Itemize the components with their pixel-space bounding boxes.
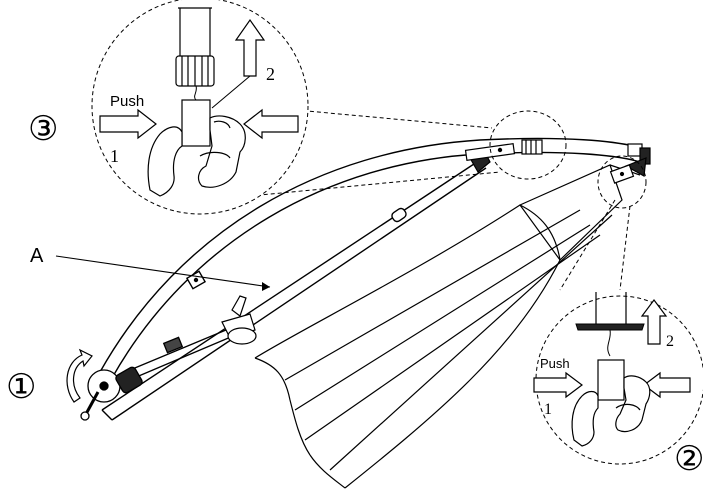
up-arrow-icon [640, 299, 668, 345]
detail-bottom-step-2: 2 [666, 333, 674, 350]
step-1-number: ① [6, 369, 36, 406]
up-arrow-icon [234, 18, 266, 77]
umbrella-canopy [254, 164, 641, 489]
part-a-label: A [30, 245, 44, 267]
detail-view-top: 2 Push 1 [91, 0, 309, 215]
arch-tip-assembly [609, 143, 651, 184]
hand-right-icon [197, 115, 246, 188]
callout-markers [207, 109, 647, 291]
collar-icon [175, 55, 215, 87]
push-right-arrow-icon [533, 371, 583, 399]
push-left-arrow-icon [643, 371, 691, 399]
rotation-arrow-icon [66, 348, 93, 403]
step-3-number: ③ [28, 111, 58, 148]
push-right-arrow-icon [99, 108, 157, 140]
detail-bottom-step-1: 1 [544, 401, 552, 418]
outer-arch-arm [99, 137, 649, 379]
arch-connector [521, 139, 543, 155]
brace-hinge [221, 295, 257, 345]
crank-handle [80, 366, 143, 421]
plate-icon [575, 323, 645, 331]
hand-left-icon [571, 390, 599, 447]
step-2-number: ② [674, 441, 703, 478]
detail-top-step-2: 2 [266, 64, 275, 84]
part-a-callout: A [30, 245, 271, 291]
push-left-arrow-icon [243, 108, 299, 140]
pole-joint-button [464, 143, 516, 173]
detail-top-step-1: 1 [110, 146, 119, 166]
hand-right-icon [615, 375, 651, 433]
detail-view-bottom: 2 Push 1 [533, 292, 703, 465]
hand-left-icon [147, 126, 183, 197]
detail-top-push-label: Push [110, 93, 144, 110]
inner-pole [101, 159, 487, 421]
detail-bottom-push-label: Push [540, 356, 570, 371]
